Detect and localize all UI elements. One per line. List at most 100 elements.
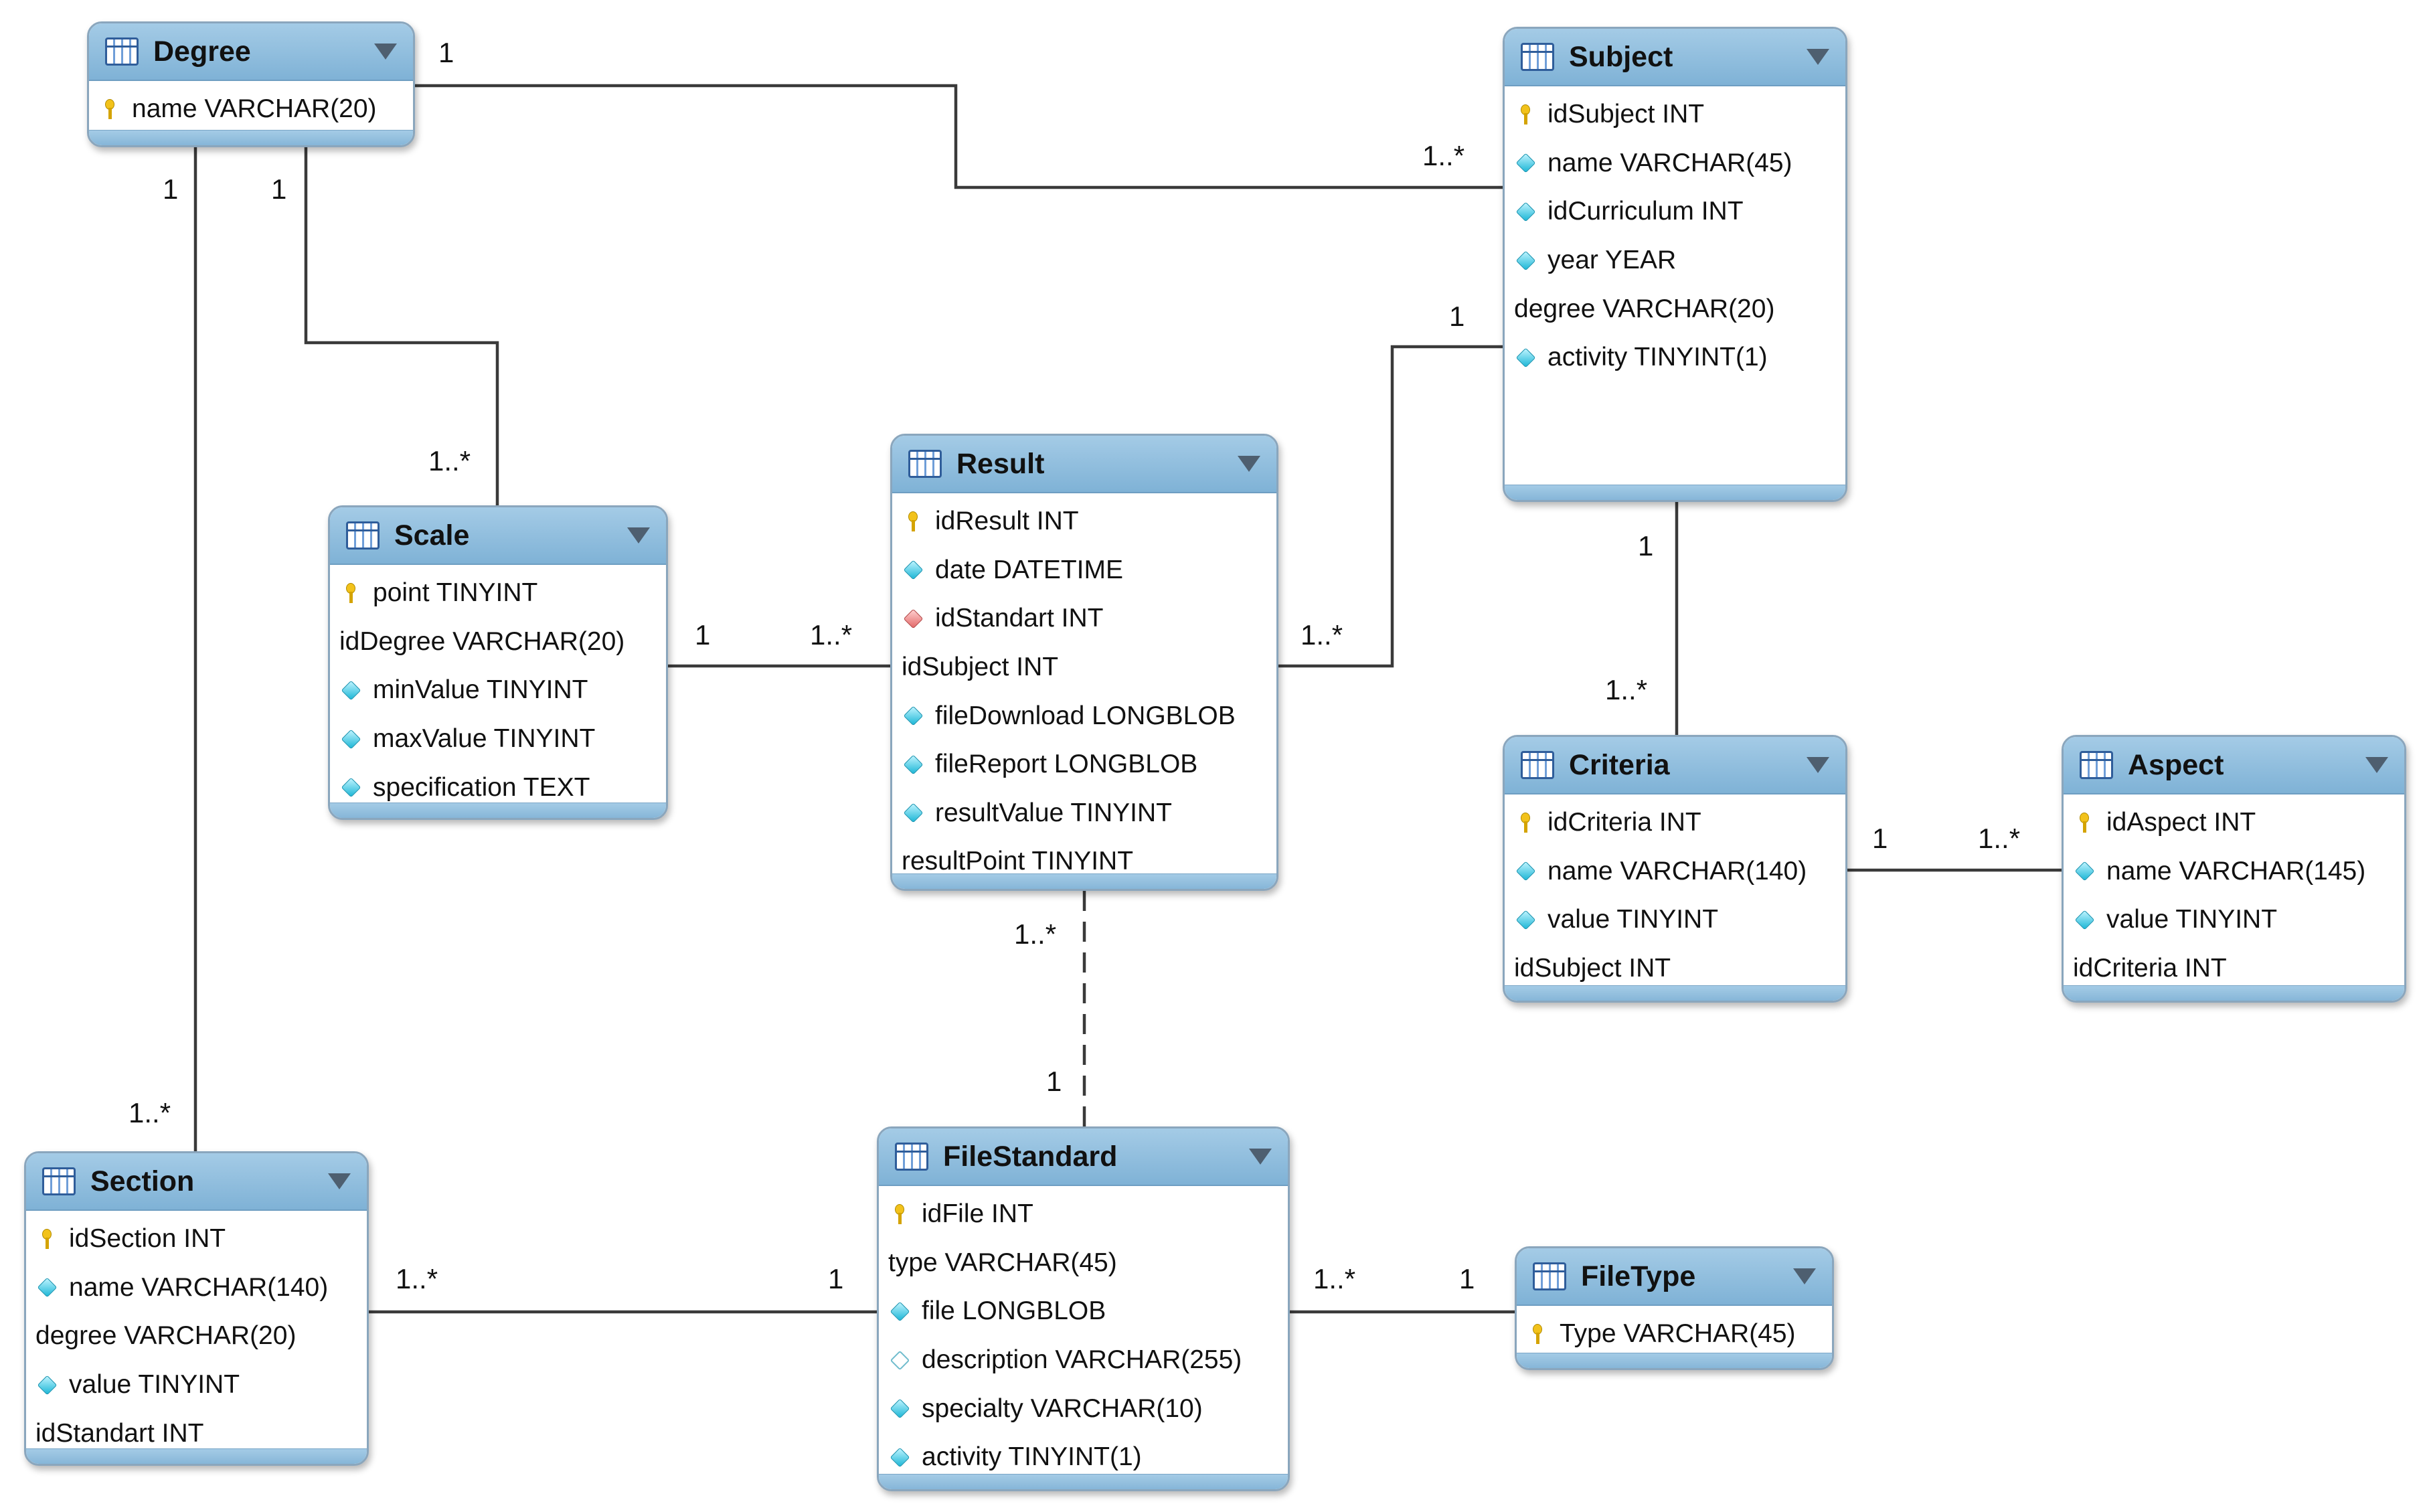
column-row[interactable]: idAspect INT [2064,799,2404,847]
column-row[interactable]: description VARCHAR(255) [879,1336,1288,1385]
column-row[interactable]: idSubject INT [1505,944,1845,993]
column-text: file LONGBLOB [922,1296,1106,1326]
collapse-triangle-icon[interactable] [1249,1149,1272,1165]
table-icon [1533,1262,1566,1290]
column-row[interactable]: degree VARCHAR(20) [1505,284,1845,333]
column-row[interactable]: name VARCHAR(20) [89,85,413,134]
table-header[interactable]: Result [892,436,1276,493]
column-diamond-icon [1514,346,1537,369]
table-header[interactable]: Scale [330,507,666,565]
collapse-triangle-icon[interactable] [1793,1268,1816,1284]
column-row[interactable]: maxValue TINYINT [330,715,666,764]
column-row[interactable]: name VARCHAR(145) [2064,847,2404,896]
column-row[interactable]: point TINYINT [330,569,666,618]
table-footer [2064,985,2404,1001]
primary-key-icon [98,98,121,120]
cardinality-label: 1 [1459,1263,1475,1294]
relationship-line-subject-result[interactable] [1278,345,1503,668]
column-row[interactable]: year YEAR [1505,236,1845,285]
collapse-triangle-icon[interactable] [1807,757,1829,773]
column-text: specialty VARCHAR(10) [922,1394,1203,1423]
column-row[interactable]: name VARCHAR(140) [1505,847,1845,896]
collapse-triangle-icon[interactable] [2365,757,2388,773]
column-diamond-icon [339,679,362,701]
column-row[interactable]: name VARCHAR(140) [26,1264,367,1313]
column-row[interactable]: idStandart INT [892,594,1276,643]
column-row[interactable]: degree VARCHAR(20) [26,1312,367,1361]
column-row[interactable]: idSubject INT [892,643,1276,692]
table-header[interactable]: Section [26,1153,367,1211]
table-header[interactable]: Criteria [1505,737,1845,794]
column-row[interactable]: idFile INT [879,1190,1288,1239]
column-row[interactable]: idSubject INT [1505,90,1845,139]
column-diamond-icon [888,1398,911,1420]
column-row[interactable]: value TINYINT [2064,896,2404,944]
column-row[interactable]: idStandart INT [26,1409,367,1458]
column-row[interactable]: value TINYINT [26,1361,367,1410]
column-row[interactable]: idCurriculum INT [1505,187,1845,236]
column-row[interactable]: type VARCHAR(45) [879,1239,1288,1288]
collapse-triangle-icon[interactable] [627,527,650,543]
collapse-triangle-icon[interactable] [328,1173,351,1189]
column-row[interactable]: name VARCHAR(45) [1505,139,1845,188]
column-diamond-icon [888,1300,911,1323]
column-row[interactable]: idSection INT [26,1215,367,1264]
column-row[interactable]: value TINYINT [1505,896,1845,944]
table-header[interactable]: Aspect [2064,737,2404,794]
column-row[interactable]: minValue TINYINT [330,666,666,715]
column-text: fileDownload LONGBLOB [935,701,1236,730]
table-icon [42,1167,76,1195]
column-text: degree VARCHAR(20) [35,1321,297,1351]
column-row[interactable]: Type VARCHAR(45) [1517,1310,1832,1359]
column-row[interactable]: activity TINYINT(1) [1505,333,1845,382]
primary-key-icon [35,1228,58,1250]
column-text: activity TINYINT(1) [922,1442,1142,1472]
cardinality-label: 1 [1638,530,1654,562]
cardinality-label: 1..* [129,1097,171,1128]
column-text: minValue TINYINT [373,675,588,705]
table-icon [1521,751,1554,779]
column-text: maxValue TINYINT [373,724,596,754]
cardinality-label: 1..* [1014,918,1057,950]
collapse-triangle-icon[interactable] [1238,456,1260,472]
relationship-line-degree-subject[interactable] [415,84,1503,189]
table-header[interactable]: Subject [1505,29,1845,86]
column-text: value TINYINT [2106,905,2278,934]
column-row[interactable]: fileDownload LONGBLOB [892,691,1276,740]
column-row[interactable]: idCriteria INT [1505,799,1845,847]
table-criteria[interactable]: Criteria idCriteria INT name VARCHAR(140) v… [1503,735,1847,1003]
table-footer [1505,985,1845,1001]
cardinality-label: 1..* [1605,674,1648,705]
table-header[interactable]: FileType [1517,1248,1832,1306]
column-row[interactable]: resultPoint TINYINT [892,837,1276,886]
column-row[interactable]: fileReport LONGBLOB [892,740,1276,789]
column-text: specification TEXT [373,772,590,802]
table-header[interactable]: FileStandard [879,1128,1288,1186]
column-row[interactable]: specialty VARCHAR(10) [879,1384,1288,1433]
column-text: name VARCHAR(140) [1548,856,1807,886]
column-row[interactable]: activity TINYINT(1) [879,1433,1288,1482]
column-row[interactable]: idCriteria INT [2064,944,2404,993]
collapse-triangle-icon[interactable] [374,44,397,60]
column-diamond-icon [339,728,362,750]
column-row[interactable]: idDegree VARCHAR(20) [330,618,666,667]
column-row[interactable]: idResult INT [892,497,1276,546]
column-text: resultPoint TINYINT [902,847,1134,876]
column-diamond-icon [339,776,362,799]
table-header[interactable]: Degree [89,23,413,81]
relationship-line-degree-scale[interactable] [304,147,499,505]
column-row[interactable]: date DATETIME [892,546,1276,595]
column-row[interactable]: resultValue TINYINT [892,789,1276,838]
collapse-triangle-icon[interactable] [1807,49,1829,65]
column-row[interactable]: file LONGBLOB [879,1287,1288,1336]
column-row[interactable]: specification TEXT [330,763,666,812]
